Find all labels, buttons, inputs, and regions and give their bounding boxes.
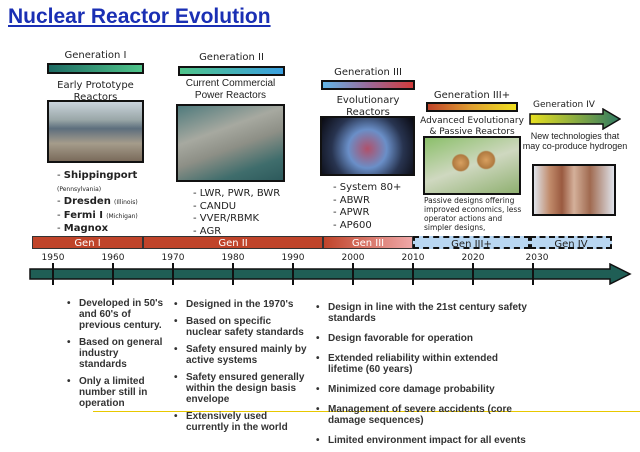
bullet-item: Designed in the 1970's (174, 299, 309, 310)
gen3-description: Evolutionary Reactors (336, 95, 400, 118)
year-label: 2010 (401, 253, 425, 263)
bullet-item: Based on general industry standards (67, 337, 167, 370)
gen2-item: - LWR, PWR, BWR (193, 188, 281, 199)
year-tick (472, 263, 474, 285)
gen1-color-bar (47, 63, 144, 74)
aerial-plant-photo (176, 104, 285, 182)
gen2-bullets: Designed in the 1970's Based on specific… (174, 299, 309, 439)
bullet-item: Minimized core damage probability (316, 384, 531, 395)
year-tick (352, 263, 354, 285)
gen3plus-label: Generation III+ (433, 90, 511, 101)
gen3-item: - APWR (333, 207, 370, 218)
bullet-item: Only a limited number still in operation (67, 376, 167, 409)
timeline-gen3: Gen III (323, 236, 413, 249)
bullet-item: Extensively used currently in the world (174, 411, 309, 433)
bullet-item: Based on specific nuclear safety standar… (174, 316, 309, 338)
gen2-item: - CANDU (193, 200, 237, 212)
year-tick (172, 263, 174, 285)
gen3-label: Generation III (334, 67, 402, 78)
bullet-item: Design favorable for operation (316, 333, 531, 344)
year-tick (532, 263, 534, 285)
year-tick (112, 263, 114, 285)
timeline-gen1: Gen I (32, 236, 143, 249)
year-label: 2020 (461, 253, 485, 263)
gen2-description: Current Commercial Power Reactors (185, 78, 276, 101)
page-title: Nuclear Reactor Evolution (8, 5, 271, 28)
year-label: 1960 (101, 253, 125, 263)
gen1-item: - Shippingport (Pennsylvania) (57, 170, 138, 193)
year-tick (412, 263, 414, 285)
gen3-bullets: Design in line with the 21st century saf… (316, 302, 531, 452)
gen3-color-bar (321, 80, 415, 90)
year-label: 1950 (41, 253, 65, 263)
gen1-label: Generation I (64, 50, 127, 61)
gen3-item: - AP600 (333, 219, 372, 231)
gen3plus-color-bar (426, 102, 518, 112)
hydrogen-plant-render (532, 164, 616, 216)
year-tick (292, 263, 294, 285)
year-tick (52, 263, 54, 285)
bullet-item: Developed in 50's and 60's of previous c… (67, 298, 167, 331)
gen1-item: - Magnox (57, 223, 109, 234)
year-tick (232, 263, 234, 285)
gen4-arrow-icon (529, 108, 621, 130)
gen2-item: - AGR (193, 225, 222, 237)
gen2-item: - VVER/RBMK (193, 213, 260, 224)
timeline-gen2: Gen II (143, 236, 323, 249)
power-plant-photo (47, 100, 144, 163)
gen2-color-bar (178, 66, 285, 76)
timeline-gen4: Gen IV (530, 236, 612, 250)
gen3-item: - System 80+ (333, 182, 402, 193)
passive-plant-render (423, 136, 521, 195)
gen4-label: Generation IV (533, 100, 595, 110)
bullet-item: Safety ensured mainly by active systems (174, 344, 309, 366)
gen1-bullets: Developed in 50's and 60's of previous c… (67, 298, 167, 415)
bullet-item: Safety ensured generally within the desi… (174, 372, 309, 405)
year-label: 2000 (341, 253, 365, 263)
bullet-item: Design in line with the 21st century saf… (316, 302, 531, 324)
timeline-arrow-icon (29, 263, 632, 285)
reactor-cutaway-diagram (320, 116, 415, 176)
year-label: 1970 (161, 253, 185, 263)
bullet-item: Limited environment impact for all event… (316, 435, 531, 446)
year-label: 2030 (525, 253, 549, 263)
gen1-description: Early Prototype Reactors (57, 80, 134, 103)
bullet-item: Extended reliability within extended lif… (316, 353, 531, 375)
gen3-item: - ABWR (333, 194, 370, 206)
gen3plus-caption: Passive designs offering improved econom… (424, 196, 522, 232)
bullet-item: Management of severe accidents (core dam… (316, 404, 531, 426)
gen3plus-description: Advanced Evolutionary & Passive Reactors (420, 116, 524, 137)
gen1-item: - Fermi I (Michigan) (57, 209, 138, 221)
gen1-item: - Dresden (Illinois) (57, 196, 138, 207)
year-label: 1980 (221, 253, 245, 263)
gen2-label: Generation II (199, 52, 264, 63)
timeline-gen3plus: Gen III+ (413, 236, 530, 250)
year-label: 1990 (281, 253, 305, 263)
gen4-description: New technologies that may co-produce hyd… (522, 131, 628, 151)
